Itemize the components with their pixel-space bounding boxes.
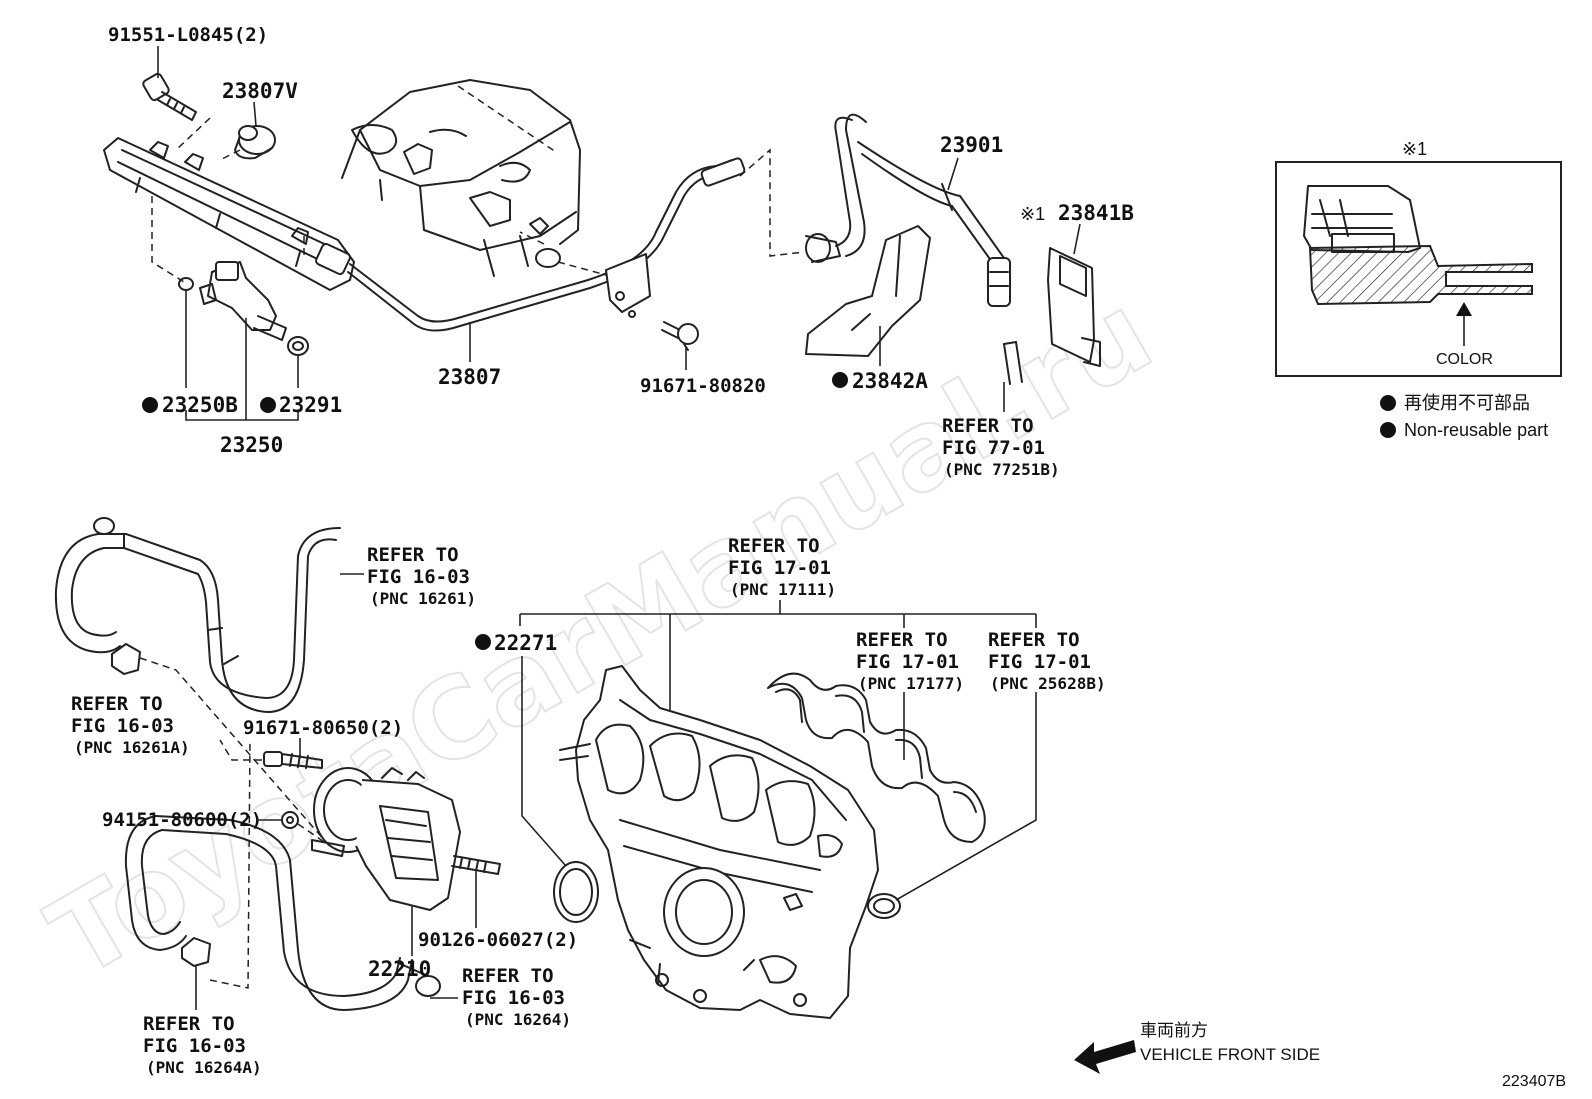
nut-throttle-shape: [281, 811, 299, 829]
bolt-throttle-shape: [263, 751, 323, 769]
legend-jp: 再使用不可部品: [1404, 393, 1530, 413]
bracket-shape: [805, 225, 931, 357]
refer-25628b-line2: FIG 17-01: [988, 651, 1091, 673]
legend-en: Non-reusable part: [1404, 420, 1548, 440]
detail-box-mark: ※1: [1402, 139, 1427, 159]
label-insulator: 23291: [279, 393, 342, 417]
upper-hose-shape: [54, 517, 341, 713]
refer-17111-line1: REFER TO: [728, 535, 820, 557]
label-nut-throttle: 94151-80600(2): [102, 809, 262, 831]
pipe-fig77-shape: [1003, 341, 1023, 385]
label-bracket: 23842A: [852, 369, 928, 393]
label-connector: 23841B: [1058, 201, 1134, 225]
bolt-fuel-rail-shape: [142, 72, 197, 121]
refer-25628b-pnc: (PNC 25628B): [990, 674, 1106, 693]
label-hose-23901: 23901: [940, 133, 1003, 157]
refer-16261a-line1: REFER TO: [71, 693, 163, 715]
legend: 再使用不可部品 Non-reusable part: [1380, 393, 1548, 440]
refer-16264a-pnc: (PNC 16264A): [146, 1058, 262, 1077]
front-arrow-icon: [1074, 1040, 1136, 1074]
ring-gasket-25628b-shape: [867, 893, 901, 919]
connector-shape: [1047, 247, 1101, 367]
direction-jp: 車両前方: [1140, 1021, 1208, 1040]
refer-16261-pnc: (PNC 16261): [370, 589, 476, 608]
color-label: COLOR: [1436, 351, 1493, 368]
label-throttle-body: 22210: [368, 957, 431, 981]
bolt-pipe-shape: [661, 321, 699, 351]
manifold-gasket-shape: [767, 672, 986, 843]
intake-manifold-shape: [559, 665, 879, 1019]
refer-16261-line1: REFER TO: [367, 544, 459, 566]
refer-17177-line1: REFER TO: [856, 629, 948, 651]
refer-25628b-line1: REFER TO: [988, 629, 1080, 651]
throttle-body-shape: [311, 767, 461, 911]
non-reusable-mark-22271: [475, 634, 491, 650]
spacer-shape: [234, 125, 276, 160]
label-bolt-fuel-rail: 91551-L0845(2): [108, 24, 268, 46]
label-injector-assy: 23250: [220, 433, 283, 457]
refer-17111-line2: FIG 17-01: [728, 557, 831, 579]
vehicle-front-indicator: 車両前方 VEHICLE FRONT SIDE: [1074, 1021, 1320, 1074]
label-stud: 90126-06027(2): [418, 929, 578, 951]
ring-gasket-22271-shape: [553, 861, 599, 923]
refer-fig77-pnc: (PNC 77251B): [944, 460, 1060, 479]
non-reusable-mark-23250b: [142, 397, 158, 413]
refer-17177-pnc: (PNC 17177): [858, 674, 964, 693]
fuel-pipe-shape: [347, 148, 805, 332]
fuel-rail-shape: [103, 137, 355, 291]
refer-16264a-line2: FIG 16-03: [143, 1035, 246, 1057]
label-gasket-22271: 22271: [494, 631, 557, 655]
refer-fig77-line1: REFER TO: [942, 415, 1034, 437]
label-bolt-throttle: 91671-80650(2): [243, 717, 403, 739]
refer-16264-pnc: (PNC 16264): [465, 1010, 571, 1029]
refer-16264-line2: FIG 16-03: [462, 987, 565, 1009]
hose-23901-shape: [805, 113, 1011, 307]
color-arrow-icon: [1456, 302, 1472, 316]
refer-16261a-pnc: (PNC 16261A): [74, 738, 190, 757]
label-bolt-pipe: 91671-80820: [640, 375, 766, 397]
injector-shape: [178, 261, 309, 356]
refer-16261a-line2: FIG 16-03: [71, 715, 174, 737]
refer-16264a-line1: REFER TO: [143, 1013, 235, 1035]
refer-fig77-line2: FIG 77-01: [942, 437, 1045, 459]
legend-bullet-jp: [1380, 395, 1396, 411]
legend-bullet-en: [1380, 422, 1396, 438]
non-reusable-mark-23291: [260, 397, 276, 413]
label-fuel-pipe: 23807: [438, 365, 501, 389]
non-reusable-mark-23842a: [832, 372, 848, 388]
stud-shape: [451, 855, 501, 875]
refer-16264-line1: REFER TO: [462, 965, 554, 987]
refer-16261-line2: FIG 16-03: [367, 566, 470, 588]
refer-17111-pnc: (PNC 17111): [730, 580, 836, 599]
direction-en: VEHICLE FRONT SIDE: [1140, 1045, 1320, 1064]
label-injector-seal: 23250B: [162, 393, 238, 417]
engine-block-sketch: [341, 79, 611, 277]
label-spacer: 23807V: [222, 79, 298, 103]
lower-hose-shape: [124, 815, 441, 1011]
refer-17177-line2: FIG 17-01: [856, 651, 959, 673]
figure-number: 223407B: [1502, 1073, 1566, 1090]
fuel-rail-group: [103, 72, 355, 421]
label-connector-note-mark: ※1: [1020, 204, 1045, 224]
detail-box: ※1 COLOR: [1275, 139, 1562, 377]
